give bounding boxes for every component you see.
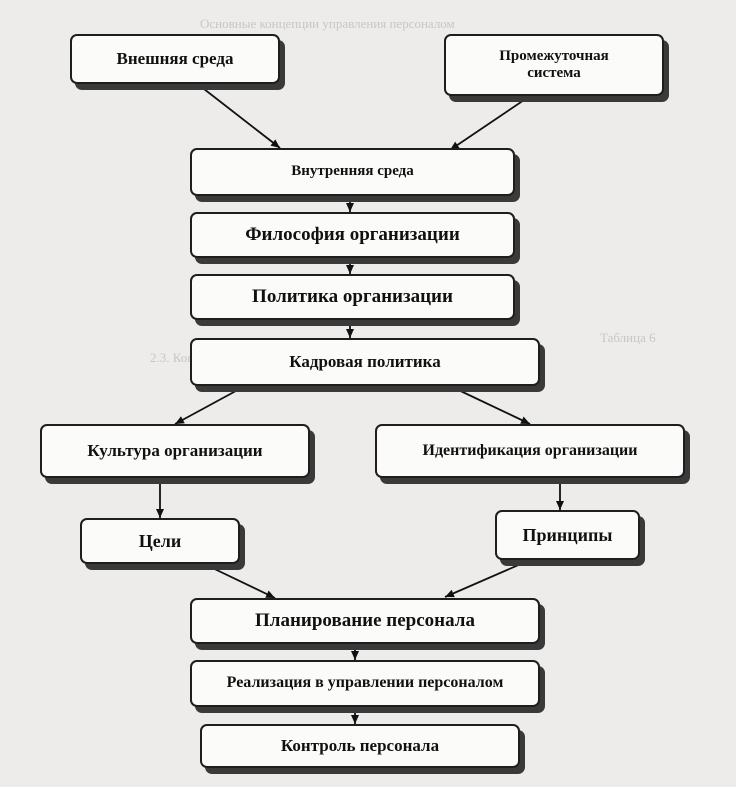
arrow-principles-to-planning <box>444 559 531 598</box>
node-principles: Принципы <box>495 510 640 560</box>
arrow-external-to-internal <box>194 81 281 149</box>
node-goals: Цели <box>80 518 240 564</box>
node-organization-culture: Культура организации <box>40 424 310 478</box>
node-organization-philosophy: Философия организации <box>190 212 515 258</box>
node-personnel-planning: Планирование персонала <box>190 598 540 644</box>
node-internal-environment: Внутренняя среда <box>190 148 515 196</box>
arrow-intermediate-to-internal <box>449 95 531 151</box>
node-hr-implementation: Реализация в управлении персоналом <box>190 660 540 707</box>
arrow-hr-policy-to-identification <box>449 385 531 425</box>
arrow-hr-policy-to-culture <box>174 385 246 425</box>
node-organization-identification: Идентификация организации <box>375 424 685 478</box>
node-personnel-control: Контроль персонала <box>200 724 520 768</box>
node-intermediate-system: Промежуточная система <box>444 34 664 96</box>
arrow-goals-to-planning <box>199 561 276 599</box>
background-page-heading: Основные концепции управления персоналом <box>200 16 455 31</box>
node-external-environment: Внешняя среда <box>70 34 280 84</box>
background-table-label: Таблица 6 <box>600 330 656 345</box>
node-hr-policy: Кадровая политика <box>190 338 540 386</box>
node-organization-policy: Политика организации <box>190 274 515 320</box>
